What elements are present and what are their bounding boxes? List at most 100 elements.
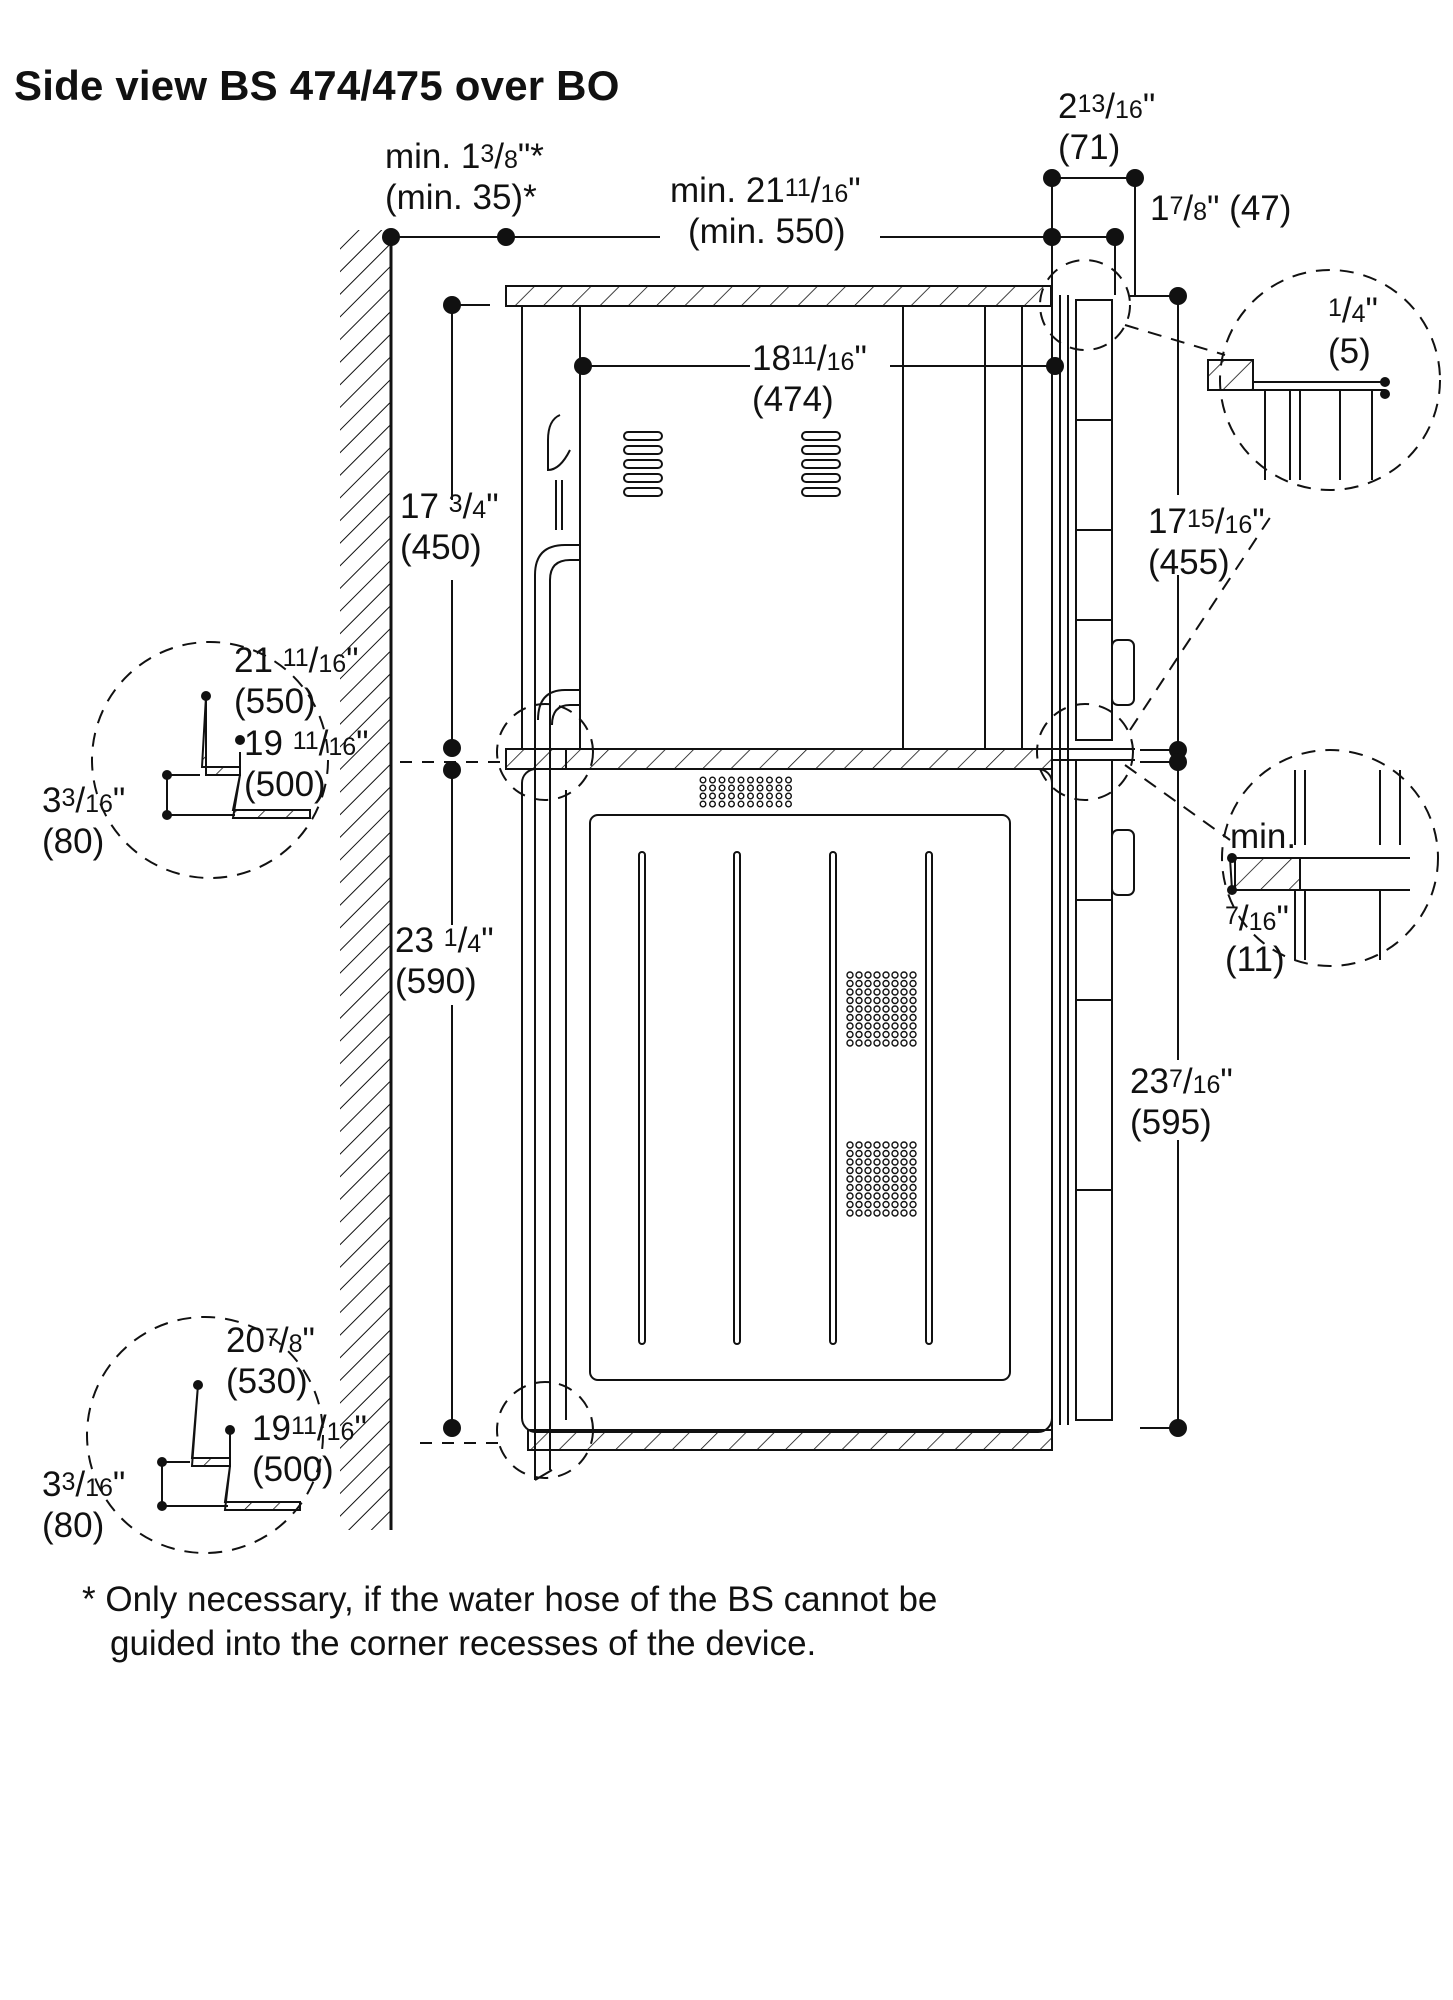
grille-hole xyxy=(891,1192,899,1200)
grille-hole xyxy=(891,1005,899,1013)
grille-hole xyxy=(855,1200,863,1209)
grille-hole xyxy=(785,784,793,792)
grille-hole xyxy=(882,1149,890,1158)
grille-hole xyxy=(709,800,717,808)
dimension-dots-left xyxy=(443,296,461,1437)
grille-hole xyxy=(846,1013,854,1022)
grille-hole xyxy=(864,1192,872,1200)
grille-hole xyxy=(891,1149,899,1158)
grille-hole xyxy=(855,1158,863,1166)
grille-hole xyxy=(728,792,736,800)
grille-hole xyxy=(846,1192,854,1200)
grille-hole xyxy=(882,1005,890,1013)
dim-front-47: 17/8" (47) xyxy=(1150,189,1292,228)
dim-lower-500: 1911/16" (500) xyxy=(252,1409,367,1489)
grille-hole xyxy=(891,1183,899,1192)
grille-hole xyxy=(873,1200,881,1209)
dim-detail-min: min. xyxy=(1230,817,1297,856)
grille-hole xyxy=(766,784,774,792)
grille-hole xyxy=(873,979,881,988)
grille-hole xyxy=(891,1200,899,1209)
grille-hole xyxy=(747,800,755,808)
grille-hole xyxy=(873,1158,881,1166)
footnote-line-2: guided into the corner recesses of the d… xyxy=(110,1624,817,1663)
grille-hole xyxy=(909,988,917,996)
grille-hole xyxy=(737,800,745,808)
grille-hole xyxy=(873,1030,881,1039)
grille-hole xyxy=(891,988,899,996)
grille-hole xyxy=(846,1030,854,1039)
dim-height-450: 17 3/4" (450) xyxy=(400,487,499,567)
grille-hole xyxy=(846,1166,854,1175)
grille-hole xyxy=(846,996,854,1005)
grille-hole xyxy=(882,1183,890,1192)
grille-hole xyxy=(909,979,917,988)
grille-hole xyxy=(891,996,899,1005)
dim-height-455: 1715/16" (455) xyxy=(1148,502,1265,582)
dim-detail-11: 7/16" (11) xyxy=(1225,899,1289,979)
grille-hole xyxy=(846,1039,854,1047)
grille-hole xyxy=(900,1022,908,1030)
grille-hole xyxy=(909,996,917,1005)
dim-detail-5: 1/4" (5) xyxy=(1328,291,1378,371)
right-dimension-lines xyxy=(1130,295,1179,1429)
grille-hole xyxy=(909,1200,917,1209)
grille-hole xyxy=(747,776,755,784)
grille-hole xyxy=(873,971,881,979)
grille-hole xyxy=(882,996,890,1005)
oven-grilles xyxy=(699,776,917,1217)
grille-hole xyxy=(909,1166,917,1175)
grille-hole xyxy=(864,971,872,979)
grille-hole xyxy=(855,971,863,979)
dimension-dots-upper-step xyxy=(162,691,245,820)
grille-hole xyxy=(882,988,890,996)
grille-hole xyxy=(846,1149,854,1158)
detail-step-lower xyxy=(161,1384,301,1511)
grille-hole xyxy=(900,1192,908,1200)
grille-hole xyxy=(718,800,726,808)
dim-front-71: 213/16" (71) xyxy=(1058,87,1156,167)
grille-hole xyxy=(909,1158,917,1166)
grille-hole xyxy=(882,1141,890,1149)
vent-slots xyxy=(623,431,841,497)
grille-hole xyxy=(855,1192,863,1200)
dim-depth-min: min. 2111/16" (min. 550) xyxy=(670,171,861,251)
grille-hole xyxy=(766,776,774,784)
grille-hole xyxy=(855,1022,863,1030)
grille-hole xyxy=(909,1039,917,1047)
grille-hole xyxy=(891,1175,899,1183)
dim-height-590: 23 1/4" (590) xyxy=(395,921,494,1001)
grille-hole xyxy=(756,776,764,784)
grille-hole xyxy=(846,1005,854,1013)
grille-hole xyxy=(900,996,908,1005)
dim-wall-gap: min. 13/8"* (min. 35)* xyxy=(385,137,544,217)
grille-hole xyxy=(891,1039,899,1047)
grille-hole xyxy=(891,1209,899,1217)
grille-hole xyxy=(728,800,736,808)
dim-depth-474: 1811/16" (474) xyxy=(752,339,867,419)
grille-hole xyxy=(882,979,890,988)
grille-hole xyxy=(900,1039,908,1047)
upper-appliance xyxy=(505,285,1053,1430)
grille-hole xyxy=(718,784,726,792)
left-dimension-lines xyxy=(400,304,500,1444)
grille-hole xyxy=(864,1030,872,1039)
grille-hole xyxy=(846,1158,854,1166)
grille-hole xyxy=(864,1200,872,1209)
grille-hole xyxy=(900,1200,908,1209)
grille-hole xyxy=(882,971,890,979)
grille-hole xyxy=(882,1175,890,1183)
grille-hole xyxy=(891,971,899,979)
grille-hole xyxy=(873,1175,881,1183)
grille-hole xyxy=(855,1175,863,1183)
grille-hole xyxy=(855,1013,863,1022)
grille-hole xyxy=(737,776,745,784)
grille-hole xyxy=(864,1005,872,1013)
grille-hole xyxy=(900,1013,908,1022)
grille-hole xyxy=(855,979,863,988)
grille-hole xyxy=(909,1005,917,1013)
grille-hole xyxy=(785,792,793,800)
grille-hole xyxy=(864,1039,872,1047)
grille-hole xyxy=(882,1030,890,1039)
